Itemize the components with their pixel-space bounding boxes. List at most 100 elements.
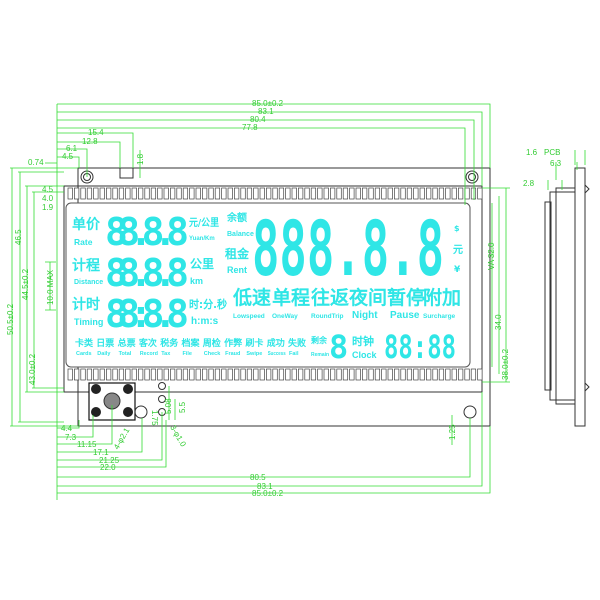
dimension-label: 80.5 <box>250 473 266 482</box>
lcd-pin <box>445 368 451 381</box>
lcd-pin <box>387 187 393 200</box>
lcd-pin <box>432 368 438 381</box>
flag-label-cn: 总票 <box>118 337 136 349</box>
lcd-pin <box>445 187 451 200</box>
dimension-label: 85.0±0.2 <box>252 99 284 108</box>
dimension-label: 5.5 <box>178 401 187 413</box>
lcd-pin <box>426 187 432 200</box>
lcd-pin <box>182 368 189 381</box>
flag-label-cn: 税务 <box>160 337 179 349</box>
lcd-pin <box>413 368 419 381</box>
lcd-pin <box>214 368 221 381</box>
lcd-pin <box>285 187 291 200</box>
lcd-pin <box>157 187 163 200</box>
lcd-pin <box>67 368 73 381</box>
flag-label-en: Check <box>204 351 221 357</box>
lcd-pin <box>310 187 317 200</box>
dimension-label: 4.5 <box>62 152 74 161</box>
flag-label-en: Record <box>140 351 158 357</box>
dimension-label: VA 32.0 <box>487 242 496 270</box>
distance-label-cn: 计程 <box>72 257 100 274</box>
lcd-pin <box>406 187 413 200</box>
dimension-label: 11.15 <box>77 440 97 449</box>
lcd-pin <box>189 368 195 381</box>
lcd-pin <box>272 187 278 200</box>
lcd-pin <box>227 187 233 200</box>
dimension-label: 77.8 <box>242 123 258 132</box>
lcd-pin <box>323 187 329 200</box>
rate-unit-cn: 元/公里 <box>189 217 219 229</box>
lcd-pin <box>221 368 227 381</box>
lcd-pin <box>202 368 208 381</box>
flag-indicators: 卡类Cards日票Daily总票Total客次Record税务Tax档案File… <box>75 335 329 358</box>
lcd-pin <box>355 187 361 200</box>
lcd-pin <box>202 187 208 200</box>
lcd-pin <box>112 187 118 200</box>
dimension-label: 10.0 MAX <box>46 269 55 305</box>
flag-label-en: Fail <box>289 351 299 357</box>
flag-label-cn: 档案 <box>182 337 201 349</box>
lcd-pin <box>106 368 112 381</box>
clock-digits: 88:88 <box>384 328 456 366</box>
flag-label-cn: 作弊 <box>224 337 243 349</box>
dimension-label: 50.5±0.2 <box>6 303 15 335</box>
lcd-pin <box>451 368 457 381</box>
lcd-pin <box>221 187 227 200</box>
dimension-label: 80.4 <box>250 115 266 124</box>
lcd-pin <box>368 368 374 381</box>
balance-label-cn: 余额 <box>226 211 247 224</box>
lcd-segments: 单价 Rate 88.8.8 元/公里 Yuan/Km 计程 Distance … <box>72 204 463 366</box>
lcd-pin <box>150 368 157 381</box>
lcd-glass <box>63 185 483 393</box>
lcd-pin <box>259 368 265 381</box>
lcd-pin <box>432 187 438 200</box>
distance-digits: 88.8.8 <box>105 251 189 295</box>
remain-digit: 8 <box>329 328 348 366</box>
lcd-pin <box>234 187 240 200</box>
lcd-pin <box>118 187 125 200</box>
dimension-label: 1.25 <box>448 424 457 440</box>
lcd-pin <box>298 187 304 200</box>
clock-label-en: Clock <box>352 350 378 360</box>
dimension-label: 46.5 <box>14 229 23 245</box>
rent-label-cn: 租金 <box>225 246 250 261</box>
lcd-pin <box>112 368 118 381</box>
dimension-label: 83.1 <box>258 107 274 116</box>
lcd-pin <box>208 187 214 200</box>
dimension-label: PCB <box>544 148 560 157</box>
lcd-pin <box>438 368 445 381</box>
lcd-pin <box>470 368 477 381</box>
lcd-pin <box>74 368 80 381</box>
lcd-pin <box>336 368 342 381</box>
lcd-pin <box>259 187 265 200</box>
lcd-pin <box>80 187 86 200</box>
mode-label-cn: 附加 <box>423 286 461 309</box>
flag-label-en: Remain <box>311 352 329 358</box>
lcd-pin <box>413 187 419 200</box>
rate-label-cn: 单价 <box>72 216 101 233</box>
dimension-label: 4.0 <box>42 194 54 203</box>
lcd-pin <box>317 187 323 200</box>
lcd-pin <box>99 368 105 381</box>
mode-label-cn: 单程 <box>272 286 310 309</box>
flag-label-cn: 剩余 <box>311 335 328 345</box>
lcd-pin <box>106 187 112 200</box>
balance-label-en: Balance <box>227 231 254 238</box>
lcd-pin <box>304 368 310 381</box>
lcd-pin <box>176 187 182 200</box>
lcd-pin <box>298 368 304 381</box>
dimension-label: 6.1 <box>66 144 78 153</box>
side-pcb <box>574 167 586 427</box>
distance-label-en: Distance <box>74 279 103 286</box>
dimension-label: 83.1 <box>257 482 273 491</box>
lcd-pin <box>470 187 477 200</box>
dimension-label: 85.0±0.2 <box>252 489 284 498</box>
mode-label-cn: 夜间 <box>348 286 387 309</box>
rate-digits: 88.8.8 <box>105 210 189 254</box>
rent-label-en: Rent <box>227 265 247 275</box>
lcd-pin <box>131 187 137 200</box>
lcd-pin <box>189 187 195 200</box>
timing-label-cn: 计时 <box>72 296 100 313</box>
lcd-pin <box>342 187 349 200</box>
pin-hole-icon <box>158 395 166 403</box>
